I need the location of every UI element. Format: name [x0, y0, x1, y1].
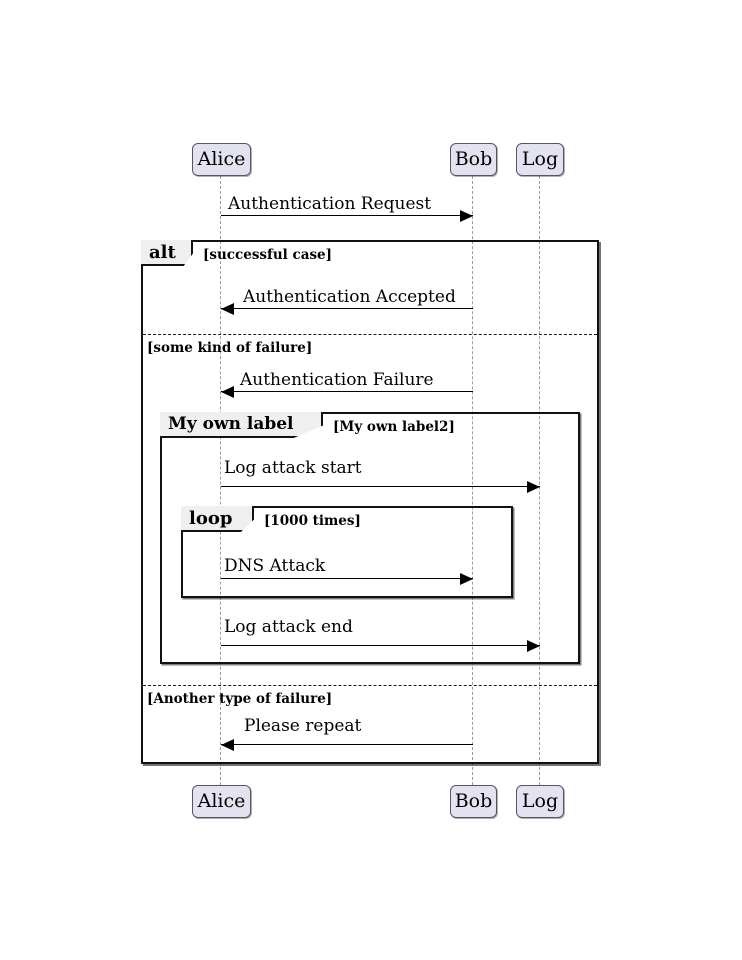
lifeline-bob	[472, 176, 474, 785]
participant-log-top[interactable]: Log	[516, 143, 564, 176]
fragment-alt	[141, 240, 599, 764]
message-arrowhead-m1	[460, 209, 473, 222]
message-label-m7: Please repeat	[244, 716, 362, 736]
message-arrowhead-m4	[527, 480, 540, 493]
participant-alice-bottom[interactable]: Alice	[192, 785, 251, 818]
message-arrowhead-m6	[527, 639, 540, 652]
message-label-m3: Authentication Failure	[240, 370, 434, 390]
fragment-divider-guard-alt-1: [Another type of failure]	[147, 691, 333, 707]
fragment-guard-myownlabel: [My own label2]	[333, 419, 455, 435]
fragment-guard-alt: [successful case]	[203, 247, 333, 263]
fragment-loop	[181, 506, 513, 598]
message-arrowhead-m2	[221, 302, 234, 315]
message-line-m3	[221, 391, 473, 392]
participant-log-bottom[interactable]: Log	[516, 785, 564, 818]
fragment-tab-loop: loop	[181, 506, 254, 532]
message-line-m7	[221, 744, 473, 745]
message-label-m6: Log attack end	[224, 617, 353, 637]
message-label-m4: Log attack start	[224, 458, 362, 478]
message-line-m2	[221, 308, 473, 309]
fragment-divider-alt-0	[143, 334, 597, 335]
lifeline-alice	[220, 176, 222, 785]
message-line-m1	[221, 215, 473, 216]
lifeline-log	[539, 176, 541, 785]
fragment-tab-alt: alt	[141, 240, 193, 266]
message-label-m2: Authentication Accepted	[243, 287, 456, 307]
message-arrowhead-m5	[460, 572, 473, 585]
message-label-m1: Authentication Request	[228, 194, 432, 214]
message-line-m6	[221, 645, 540, 646]
participant-alice-top[interactable]: Alice	[192, 143, 251, 176]
message-label-m5: DNS Attack	[224, 556, 326, 576]
participant-bob-bottom[interactable]: Bob	[450, 785, 497, 818]
message-line-m4	[221, 486, 540, 487]
fragment-divider-guard-alt-0: [some kind of failure]	[147, 340, 313, 356]
message-arrowhead-m3	[221, 385, 234, 398]
message-line-m5	[221, 578, 473, 579]
fragment-tab-myownlabel: My own label	[160, 412, 323, 438]
participant-bob-top[interactable]: Bob	[450, 143, 497, 176]
fragment-myownlabel	[160, 412, 580, 664]
message-arrowhead-m7	[221, 738, 234, 751]
fragment-guard-loop: [1000 times]	[264, 513, 361, 529]
fragment-divider-alt-1	[143, 685, 597, 686]
